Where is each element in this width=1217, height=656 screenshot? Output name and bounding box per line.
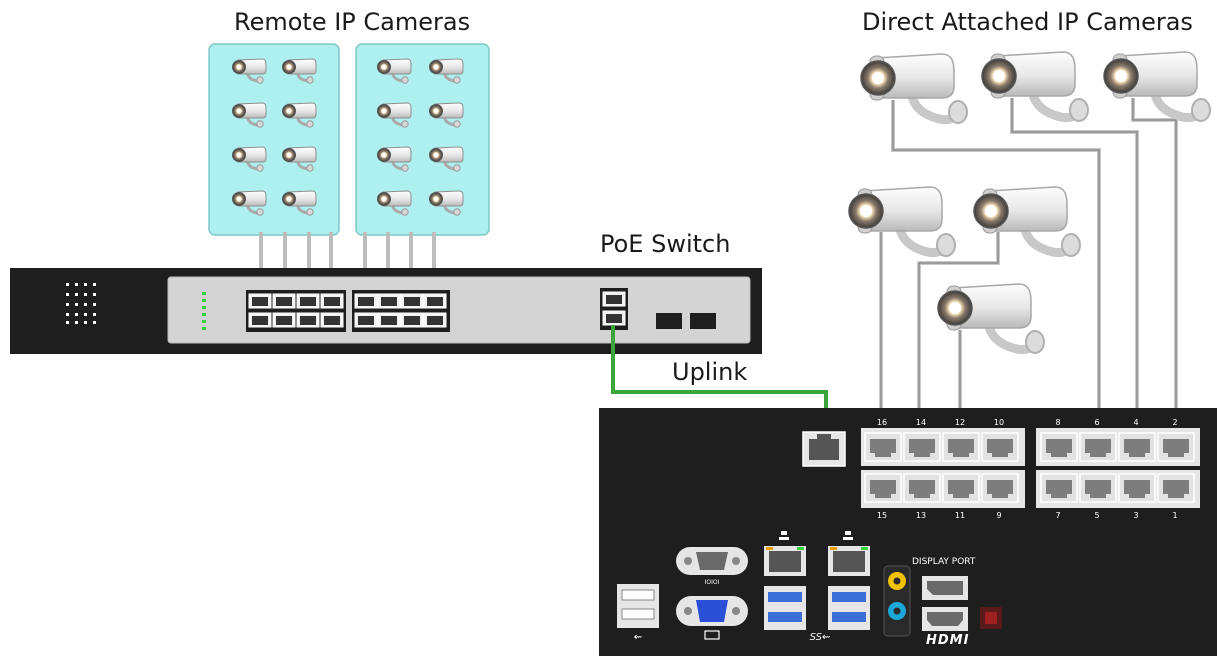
usb-icon: ⇜ [634,632,642,643]
lan-usb3-stack-1 [764,546,806,630]
switch-vent-grid [66,283,96,324]
vga-port [676,596,748,640]
usb3-icon: SS⇜ [810,632,831,643]
direct-camera-cables-inner [880,98,1177,425]
port-number: 7 [1055,511,1060,520]
switch-port-block-right [352,290,450,332]
nvr-port-numbers-top: 16 14 12 10 8 6 4 2 [877,418,1178,427]
display-port [922,576,968,600]
port-number: 2 [1172,418,1177,427]
display-port-label: DISPLAY PORT [912,557,976,567]
cctv-camera-icon [974,187,1080,256]
poe-switch [10,268,762,354]
hdmi-logo: HDMI [926,633,970,648]
switch-port-block-left [246,290,346,332]
port-number: 11 [955,511,965,520]
port-number: 1 [1172,511,1177,520]
port-number: 15 [877,511,887,520]
serial-port: IOIOI [676,547,748,586]
port-number: 13 [916,511,926,520]
switch-sfp-slots [656,313,716,329]
hdmi-port [922,607,968,631]
remote-camera-group-left [208,43,340,236]
port-number: 14 [916,418,926,427]
audio-ports [883,565,911,637]
nvr-poe-ports [861,428,1200,508]
port-number: 9 [996,511,1001,520]
cctv-camera-icon [982,52,1088,121]
optical-audio-port [980,607,1002,629]
poe-switch-label: PoE Switch [600,230,731,258]
remote-camera-cables [259,232,436,294]
cctv-camera-icon [938,284,1044,353]
nvr-port-numbers-bottom: 15 13 11 9 7 5 3 1 [877,511,1178,520]
direct-cameras [849,52,1210,353]
usb2-ports: ⇜ [617,584,659,643]
cctv-camera-icon [861,54,967,123]
remote-cameras-title: Remote IP Cameras [234,8,471,36]
remote-camera-group-right [355,43,490,236]
switch-uplink-ports [600,288,628,330]
lan-usb3-stack-2 [828,546,870,630]
port-number: 8 [1055,418,1060,427]
uplink-label: Uplink [672,358,748,386]
port-number: 12 [955,418,965,427]
serial-port-icon: IOIOI [705,579,720,586]
cctv-camera-icon [849,187,955,256]
port-number: 3 [1133,511,1138,520]
cctv-camera-icon [1104,52,1210,121]
nvr-uplink-port [802,431,846,467]
port-number: 16 [877,418,887,427]
direct-camera-cables [879,98,1178,425]
port-number: 4 [1133,418,1138,427]
port-number: 6 [1094,418,1099,427]
switch-status-leds [202,292,206,330]
lan-port-icons [779,531,853,540]
vga-icon [704,630,720,640]
port-number: 5 [1094,511,1099,520]
nvr-device: 16 14 12 10 8 6 4 2 15 13 11 9 7 5 3 1 ⇜ [599,408,1217,656]
direct-cameras-title: Direct Attached IP Cameras [862,8,1193,36]
port-number: 10 [994,418,1004,427]
